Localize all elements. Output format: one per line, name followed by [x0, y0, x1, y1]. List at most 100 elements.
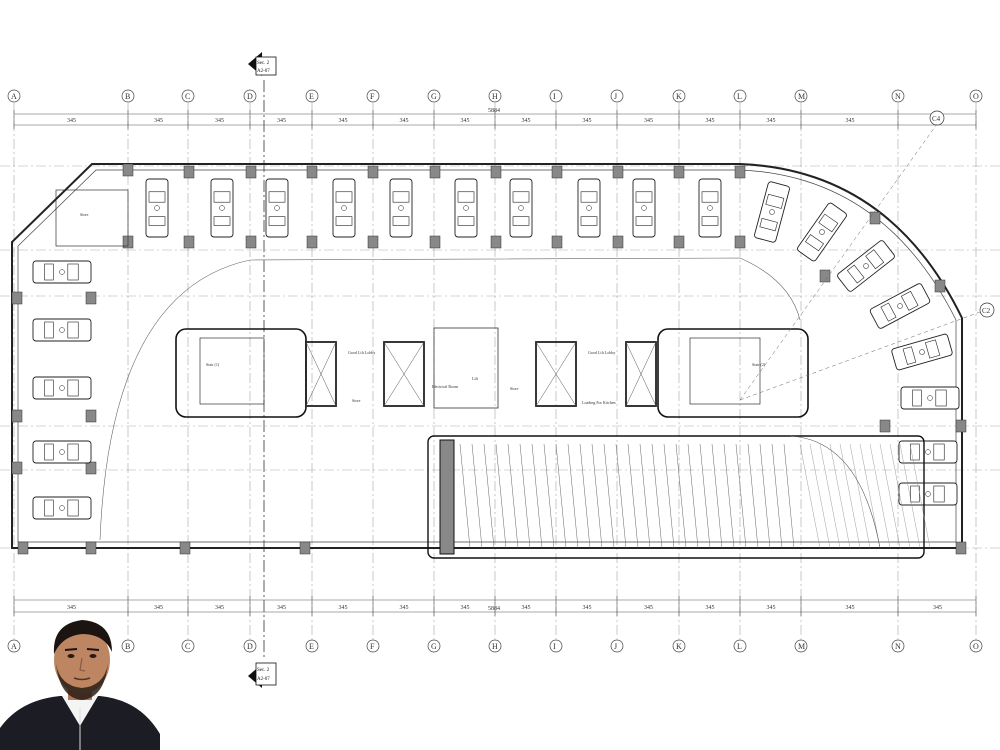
column: [869, 211, 881, 225]
grid-bubble: [891, 639, 905, 653]
grid-bubble-label: N: [895, 92, 901, 101]
segment-dim-top: 345: [461, 118, 470, 124]
column: [429, 235, 441, 249]
svg-text:C2: C2: [982, 307, 991, 315]
car-icon: [145, 178, 169, 238]
grid-bubble-label: D: [247, 92, 253, 101]
grid-bubble-label: L: [737, 642, 742, 651]
car-icon: [265, 178, 289, 238]
grid-bubble: [243, 89, 257, 103]
column: [612, 235, 624, 249]
grid-bubble-label: H: [492, 92, 498, 101]
grid-bubble: [7, 639, 21, 653]
segment-dim-bottom: 345: [461, 605, 470, 611]
radius-line-c4: [739, 123, 938, 401]
section-mark-top: Sec. 2 A2-07: [248, 52, 277, 76]
grid-bubble: [366, 639, 380, 653]
section-mark-bottom-sheet: A2-07: [257, 677, 270, 682]
svg-text:C4: C4: [932, 115, 941, 123]
column: [183, 235, 195, 249]
grid-lines: 345 345 345 345 345 345 345 345 345 345 345 345 345 3…: [0, 103, 1000, 639]
column: [11, 409, 23, 423]
car-icon: [32, 318, 92, 342]
column: [11, 291, 23, 305]
column: [955, 419, 967, 433]
grid-bubble-label: E: [309, 642, 314, 651]
column: [673, 235, 685, 249]
segment-dim-top: 345: [400, 118, 409, 124]
grid-bubble: [794, 639, 808, 653]
store-left-label: Store: [80, 212, 89, 217]
column: [367, 235, 379, 249]
grid-bubble: [672, 639, 686, 653]
grid-bubble: [305, 639, 319, 653]
grid-bubble-label: I: [553, 642, 556, 651]
segment-dim-bottom: 345: [933, 605, 942, 611]
car-icon: [32, 376, 92, 400]
segment-dim-bottom: 345: [215, 605, 224, 611]
column: [85, 409, 97, 423]
car-icon: [869, 283, 931, 329]
structural-columns: [11, 163, 967, 555]
grid-bubble-label: H: [492, 642, 498, 651]
grid-bubble: [121, 639, 135, 653]
grid-bubble-label: O: [973, 92, 979, 101]
grid-bubble-label: E: [309, 92, 314, 101]
car-icon: [332, 178, 356, 238]
segment-dim-top: 345: [522, 118, 531, 124]
car-icon: [32, 496, 92, 520]
segment-dim-top: 345: [846, 118, 855, 124]
grid-bubble: [549, 639, 563, 653]
goods-lift-right-label: Good Lift Lobby: [588, 350, 615, 355]
column: [85, 541, 97, 555]
car-icon: [891, 333, 953, 371]
grid-bubble: [181, 89, 195, 103]
grid-bubble-label: L: [737, 92, 742, 101]
grid-bubble: [733, 639, 747, 653]
presenter-photo: [0, 620, 160, 750]
column: [551, 165, 563, 179]
segment-dim-top: 345: [767, 118, 776, 124]
column: [734, 235, 746, 249]
grid-bubble-label: M: [798, 92, 805, 101]
column: [85, 291, 97, 305]
grid-bubble-label: A: [11, 92, 17, 101]
segment-dim-top: 345: [277, 118, 286, 124]
grid-bubble: [243, 639, 257, 653]
car-icon: [32, 440, 92, 464]
grid-bubble-label: B: [125, 642, 130, 651]
column: [122, 163, 134, 177]
segment-dim-bottom: 345: [67, 605, 76, 611]
overall-dim-top: 5884: [488, 108, 500, 114]
core-center: Store Electrical Room Lift Store Loading…: [352, 327, 616, 409]
grid-bubble-label: I: [553, 92, 556, 101]
segment-dim-bottom: 345: [400, 605, 409, 611]
grid-bubble: [7, 89, 21, 103]
grid-bubble-label: A: [11, 642, 17, 651]
grid-bubble: [427, 89, 441, 103]
grid-bubble-label: K: [676, 642, 682, 651]
segment-dim-bottom: 345: [706, 605, 715, 611]
segment-dim-top: 345: [706, 118, 715, 124]
segment-dim-top: 345: [583, 118, 592, 124]
car-icon: [389, 178, 413, 238]
segment-dim-top: 345: [339, 118, 348, 124]
curve-marker-c4: C4: [929, 110, 945, 126]
car-icon: [698, 178, 722, 238]
core-right: Good Lift Lobby Stair (2): [588, 328, 809, 418]
column: [490, 165, 502, 179]
segment-dim-bottom: 345: [644, 605, 653, 611]
column: [551, 235, 563, 249]
car-icon: [900, 386, 960, 410]
column: [299, 541, 311, 555]
column: [934, 279, 946, 293]
column: [245, 165, 257, 179]
grid-bubble: [181, 639, 195, 653]
grid-bubble: [891, 89, 905, 103]
store-room-left: Store: [55, 189, 129, 247]
car-icon: [454, 178, 478, 238]
column: [306, 165, 318, 179]
